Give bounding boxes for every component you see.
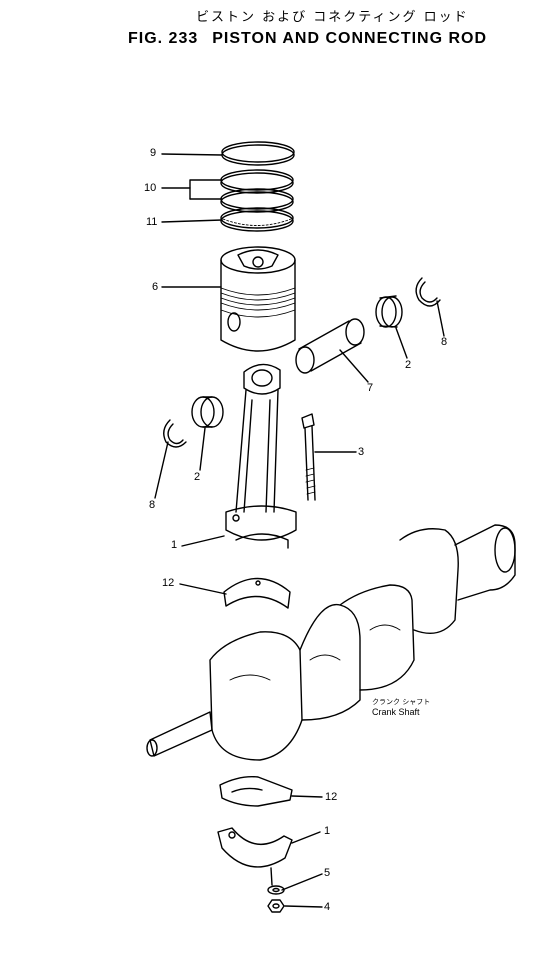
bushing-right bbox=[375, 295, 403, 328]
callout-1-rod: 1 bbox=[171, 539, 178, 551]
callout-12-lower: 12 bbox=[325, 791, 338, 803]
bearing-upper bbox=[223, 577, 291, 609]
callout-9: 9 bbox=[150, 147, 157, 159]
piston-pin bbox=[295, 318, 365, 374]
piston bbox=[220, 246, 296, 352]
oil-ring bbox=[220, 207, 294, 232]
callout-10: 10 bbox=[144, 182, 157, 194]
title-english: FIG. 233 PISTON AND CONNECTING ROD bbox=[128, 30, 487, 48]
callout-8-left: 8 bbox=[149, 499, 156, 511]
connecting-rod bbox=[225, 363, 297, 549]
callout-8-right: 8 bbox=[441, 336, 448, 348]
rod-cap bbox=[217, 827, 293, 886]
piston-ring-top bbox=[221, 141, 295, 166]
title-japanese: ビストン および コネクティング ロッド bbox=[196, 10, 469, 25]
callout-4: 4 bbox=[324, 901, 331, 913]
nut bbox=[267, 899, 285, 913]
bearing-lower bbox=[219, 775, 293, 807]
washer bbox=[267, 885, 285, 895]
callout-2-left: 2 bbox=[194, 471, 201, 483]
callout-7: 7 bbox=[367, 382, 374, 394]
rod-bolt bbox=[301, 413, 316, 501]
crankshaft-label-en: Crank Shaft bbox=[372, 707, 420, 717]
snap-ring-left bbox=[163, 419, 187, 448]
snap-ring-right bbox=[415, 277, 441, 307]
callout-3: 3 bbox=[358, 446, 365, 458]
crankshaft-label-jp: クランク シャフト bbox=[372, 698, 431, 706]
callout-5: 5 bbox=[324, 867, 331, 879]
bushing-left bbox=[191, 396, 224, 428]
crankshaft bbox=[146, 524, 516, 761]
callout-12-upper: 12 bbox=[162, 577, 175, 589]
figure-number: FIG. 233 bbox=[128, 30, 199, 47]
callout-2-right: 2 bbox=[405, 359, 412, 371]
figure-title: PISTON AND CONNECTING ROD bbox=[212, 30, 488, 47]
callout-11: 11 bbox=[146, 216, 158, 228]
leader-lines bbox=[154, 153, 445, 908]
callout-1-cap: 1 bbox=[324, 825, 331, 837]
callout-6: 6 bbox=[152, 281, 159, 293]
